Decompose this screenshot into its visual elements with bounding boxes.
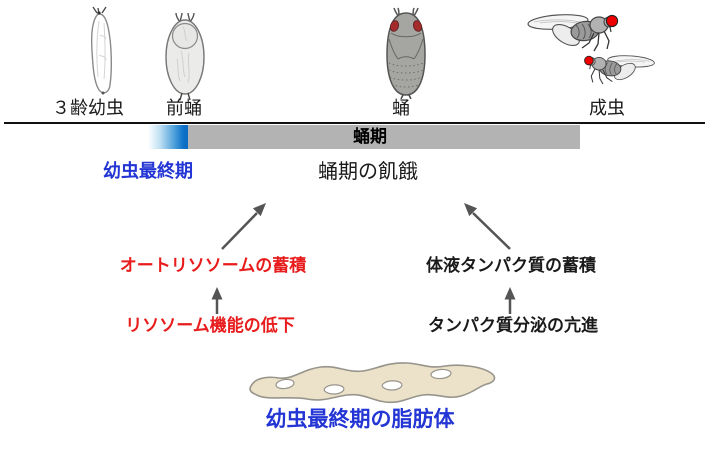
larval-final-period-label: 幼虫最終期 xyxy=(103,161,193,181)
stage-label-prepupa: 前蛹 xyxy=(166,98,202,118)
larval-final-gradient xyxy=(148,125,188,149)
timeline-baseline xyxy=(4,122,705,124)
hemolymph-protein-accumulation-label: 体液タンパク質の蓄積 xyxy=(426,256,596,275)
lysosome-function-decline-label: リソソーム機能の低下 xyxy=(125,316,295,335)
larva-icon xyxy=(90,6,113,95)
fat-body-caption: 幼虫最終期の脂肪体 xyxy=(265,408,455,431)
fat-body-icon xyxy=(249,362,496,404)
stage-label-adult: 成虫 xyxy=(589,98,625,118)
prepupa-icon xyxy=(165,12,205,101)
autolysosome-accumulation-label: オートリソソームの蓄積 xyxy=(119,256,307,275)
adult-flies-icon xyxy=(526,12,656,85)
protein-secretion-enhancement-label: タンパク質分泌の亢進 xyxy=(428,316,598,335)
pupal-starvation-label: 蛹期の飢餓 xyxy=(318,161,418,183)
pupal-period-gray-bar xyxy=(188,125,580,149)
stage-label-larva: ３齢幼虫 xyxy=(52,98,124,118)
pupal-period-bar-label: 蛹期 xyxy=(353,127,387,146)
arrow-right-diagonal xyxy=(472,212,511,250)
arrow-left-diagonal xyxy=(221,212,258,250)
stage-label-pupa: 蛹 xyxy=(392,98,410,118)
pupa-icon xyxy=(386,7,426,99)
pupal-period-bar xyxy=(148,125,580,149)
